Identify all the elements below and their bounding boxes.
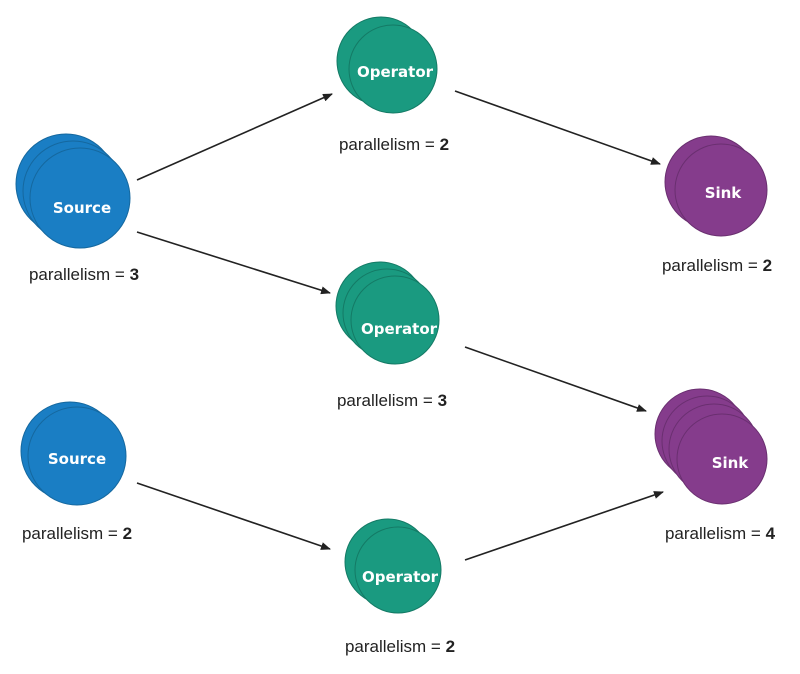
parallelism-prefix: parallelism = bbox=[345, 637, 446, 656]
parallelism-value: 4 bbox=[766, 524, 776, 543]
parallelism-label: parallelism = 2 bbox=[22, 524, 132, 543]
parallelism-label: parallelism = 3 bbox=[337, 391, 447, 410]
parallelism-prefix: parallelism = bbox=[665, 524, 766, 543]
node-source-2: Source bbox=[20, 401, 127, 506]
node-label-operator: Operator bbox=[357, 63, 434, 81]
node-label-sink: Sink bbox=[705, 184, 743, 202]
parallelism-prefix: parallelism = bbox=[339, 135, 440, 154]
parallelism-value: 3 bbox=[438, 391, 447, 410]
node-sink-1: Sink bbox=[664, 135, 768, 237]
node-operator-3: Operator bbox=[344, 518, 442, 614]
parallelism-label: parallelism = 4 bbox=[665, 524, 776, 543]
node-label-sink: Sink bbox=[712, 454, 750, 472]
node-label-source: Source bbox=[48, 450, 106, 468]
parallelism-value: 2 bbox=[446, 637, 455, 656]
parallelism-value: 3 bbox=[130, 265, 139, 284]
edge-operator1-sink1 bbox=[454, 90, 661, 165]
node-label-operator: Operator bbox=[361, 320, 438, 338]
parallelism-prefix: parallelism = bbox=[22, 524, 123, 543]
edge-source1-operator1 bbox=[136, 93, 333, 181]
parallelism-prefix: parallelism = bbox=[29, 265, 130, 284]
edge-source1-operator2 bbox=[136, 231, 331, 295]
edges bbox=[136, 90, 664, 561]
parallelism-label: parallelism = 2 bbox=[339, 135, 449, 154]
parallelism-value: 2 bbox=[763, 256, 772, 275]
node-operator-2: Operator bbox=[335, 261, 440, 365]
edge-source2-operator3 bbox=[136, 482, 331, 550]
edge-operator3-sink2 bbox=[464, 491, 664, 561]
node-source-1: Source bbox=[15, 133, 131, 249]
parallelism-label: parallelism = 3 bbox=[29, 265, 139, 284]
edge-operator2-sink2 bbox=[464, 346, 647, 412]
parallelism-prefix: parallelism = bbox=[337, 391, 438, 410]
parallelism-prefix: parallelism = bbox=[662, 256, 763, 275]
node-operator-1: Operator bbox=[336, 16, 438, 114]
parallelism-label: parallelism = 2 bbox=[662, 256, 772, 275]
node-sink-2: Sink bbox=[654, 388, 768, 505]
node-label-operator: Operator bbox=[362, 568, 439, 586]
node-label-source: Source bbox=[53, 199, 111, 217]
parallelism-value: 2 bbox=[440, 135, 449, 154]
parallelism-label: parallelism = 2 bbox=[345, 637, 455, 656]
parallelism-value: 2 bbox=[123, 524, 132, 543]
